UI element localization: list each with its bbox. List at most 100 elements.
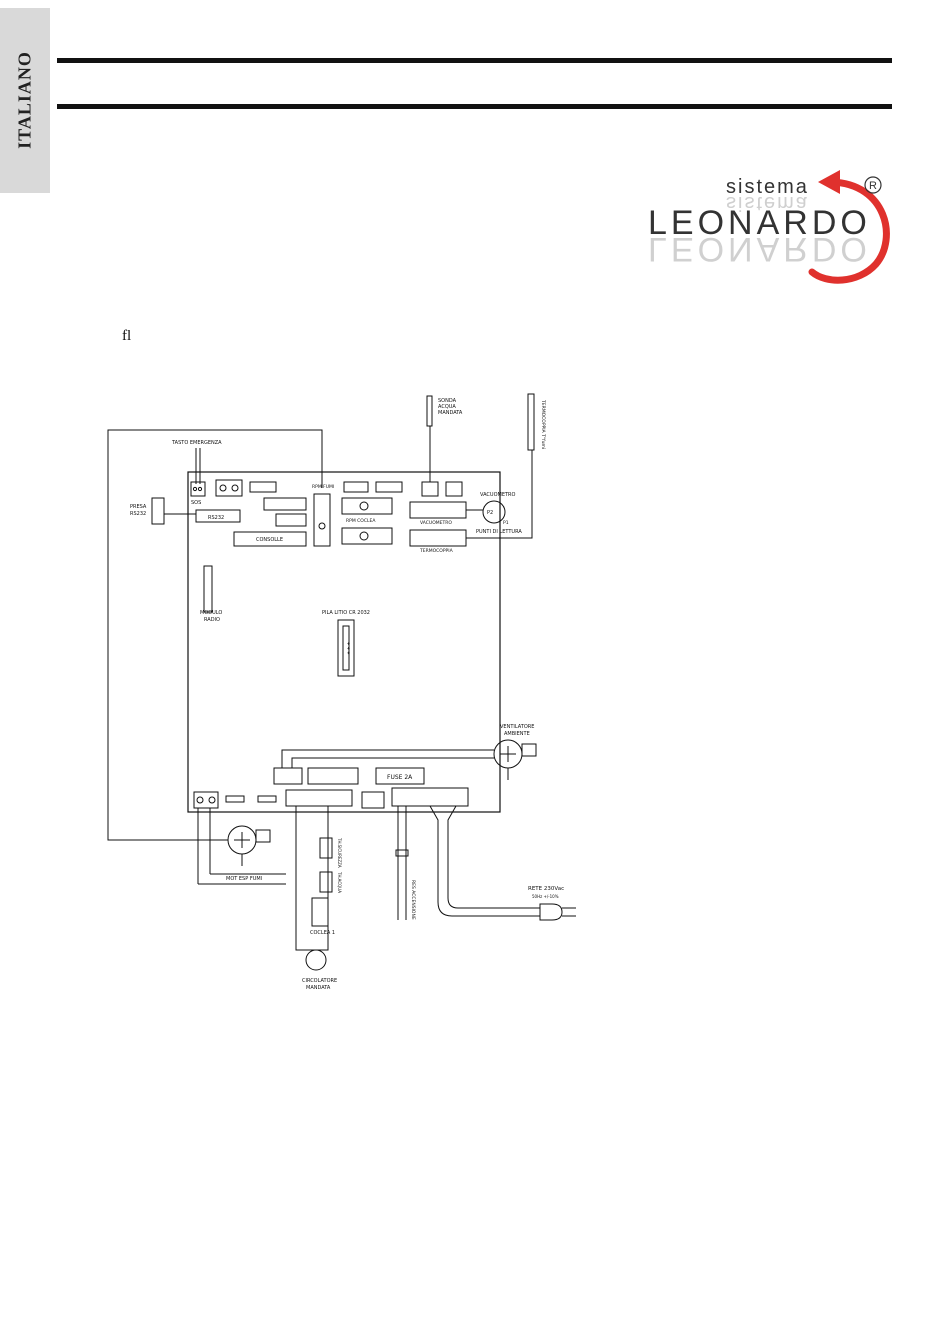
terminal-res (361, 791, 385, 809)
label-presa: PRESA (130, 504, 147, 510)
coclea-motor (311, 897, 329, 927)
label-termocoppia-fumi: TERMOCOPPIA T°fumi (540, 399, 546, 449)
connector-top-4pin (249, 481, 277, 493)
wire-rpm-fumi-loop (107, 429, 323, 841)
label-ventilatore-1: VENTILATORE (500, 724, 534, 730)
terminal-mot-screw-1 (196, 796, 204, 804)
termocoppia-connector (409, 529, 467, 547)
rpm-fumi-pin (318, 522, 326, 530)
rs232-socket (151, 497, 165, 525)
fuse-box (375, 767, 425, 785)
wiring-diagram: TASTO EMERGENZA SOS PRESA RS232 RS232 CO… (107, 393, 576, 991)
label-rpm-fumi: RPM FUMI (312, 484, 334, 490)
rpm-coclea-connector-2 (341, 527, 393, 545)
label-coclea: COCLEA 1 (310, 930, 335, 936)
wire-rete-1 (429, 805, 540, 917)
label-battery-plus: + + + (346, 642, 351, 655)
ventilatore-connector (273, 767, 303, 785)
termostato-acqua (319, 871, 333, 893)
header-rule-top (57, 58, 892, 63)
label-rs232-connector: RS232 (208, 515, 224, 521)
sistema-leonardo-logo: sistema sistema LEONARDO LEONARDO R (648, 170, 890, 284)
stray-glyph: fl (122, 328, 132, 344)
label-sos: SOS (191, 500, 201, 506)
terminal-screw-1 (219, 484, 227, 492)
logo-word-top: sistema (726, 176, 809, 198)
wire-circolatore (295, 806, 329, 951)
language-label: ITALIANO (14, 51, 35, 149)
connector-rete (391, 787, 469, 807)
sonda-probe (426, 395, 433, 427)
battery-holder (337, 619, 355, 677)
terminal-block-top (215, 479, 243, 497)
connector-coclea-b (375, 481, 403, 493)
termostato-sicurezza (319, 837, 333, 859)
label-pila: PILA LITIO CR 2032 (322, 610, 370, 616)
mot-esp-motor (255, 829, 271, 843)
terminal-screw-2 (231, 484, 239, 492)
sos-pin-2 (197, 486, 203, 492)
sos-connector (190, 481, 206, 497)
rpm-coclea-pin-2 (359, 531, 369, 541)
label-p1: P1 (503, 520, 509, 526)
connector-4pin (275, 513, 307, 527)
label-sonda-1: SONDA (438, 398, 457, 404)
label-termostato-1: TH.SICUREZZA (337, 837, 342, 868)
wire-rete-2 (447, 805, 540, 909)
connector-coclea-a (343, 481, 369, 493)
wire-termocoppia (466, 450, 533, 539)
control-board (187, 471, 501, 813)
registered-mark (864, 176, 882, 194)
label-mot-esp: MOT ESP FUMI (226, 876, 262, 882)
label-res-accensione: RES ACCENSIONE (410, 880, 416, 920)
label-rete-sub: 50Hz +/-10% (532, 894, 559, 899)
label-consolle: CONSOLLE (256, 537, 283, 543)
label-vacuometro: VACUOMETRO (480, 492, 516, 498)
logo-word-main-reflection: LEONARDO (648, 230, 871, 268)
consolle-connector (233, 531, 307, 547)
logo-word-top-reflection: sistema (726, 192, 809, 214)
label-ventilatore-2: AMBIENTE (504, 731, 530, 737)
termocoppia-probe (527, 393, 535, 451)
vacuometro-gauge (482, 500, 506, 524)
label-rete: RETE 230Vac (528, 886, 564, 892)
label-p2: P2 (487, 510, 493, 516)
rpm-coclea-connector-1 (341, 497, 393, 515)
label-sonda-3: MANDATA (438, 410, 463, 416)
label-presa-rs232: RS232 (130, 511, 146, 517)
label-circolatore-2: MANDATA (306, 985, 331, 991)
label-modulo-1: MODULO (200, 610, 222, 616)
language-tab: ITALIANO (0, 8, 50, 193)
modulo-radio (203, 565, 213, 613)
jumper-1 (225, 795, 245, 803)
registered-letter: R (869, 180, 877, 192)
connector-mid (307, 767, 359, 785)
label-sonda-2: ACQUA (438, 404, 456, 410)
header-rule-bottom (57, 104, 892, 109)
label-termostato-2: TH.ACQUA (337, 871, 342, 893)
label-modulo-2: RADIO (204, 617, 220, 623)
label-punti-lettura: PUNTI DI LETTURA (476, 529, 522, 535)
label-tasto-emergenza: TASTO EMERGENZA (171, 440, 222, 446)
power-plug (539, 903, 563, 921)
label-vacuometro-conn: VACUOMETRO (420, 520, 452, 526)
terminal-mot-esp (193, 791, 219, 809)
jumper-2 (257, 795, 277, 803)
logo-word-main: LEONARDO (648, 204, 871, 242)
label-fuse: FUSE 2A (387, 774, 413, 781)
wire-vent-1 (281, 749, 494, 768)
connector-6pin (285, 789, 353, 807)
res-clamp (395, 849, 409, 857)
sonda-connector (421, 481, 439, 497)
wire-vent-2 (291, 757, 494, 768)
circolatore-pump (305, 949, 327, 971)
rpm-fumi-connector (313, 493, 331, 547)
rs232-connector (195, 509, 241, 523)
label-termocoppia-conn: TERMOCOPPIA (419, 548, 454, 554)
label-rpm-coclea: RPM COCLEA (346, 518, 376, 524)
battery-cell (342, 625, 350, 671)
rpm-coclea-pin-1 (359, 501, 369, 511)
spare-connector (445, 481, 463, 497)
connector-5pin (263, 497, 307, 511)
vacuometro-connector (409, 501, 467, 519)
